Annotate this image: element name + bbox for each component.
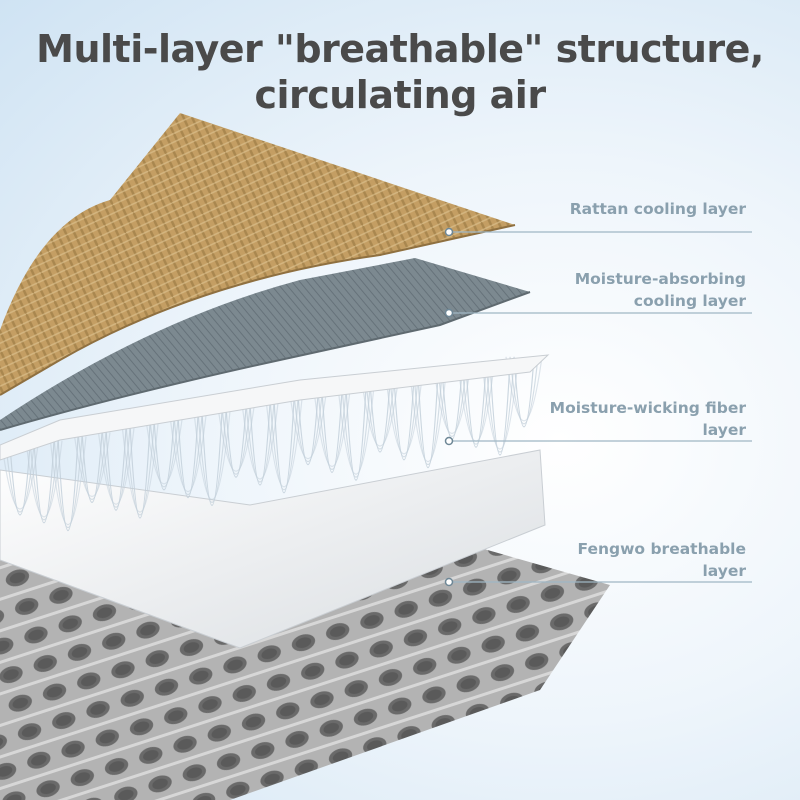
fiber-loop [217,407,255,472]
fiber-loop [361,381,399,447]
leader-dot-fiber [444,436,454,446]
grey-layer [0,258,530,430]
label-moisture-absorbing-layer: Moisture-absorbing cooling layer [575,268,746,312]
label-rattan-cooling-layer: Rattan cooling layer [570,198,746,220]
fiber-loop [297,394,319,466]
fiber-loop [321,390,343,473]
label-line: cooling layer [633,292,746,310]
fiber-loop [201,411,223,506]
fiber-loop [153,419,175,491]
fiber-loop [33,440,55,524]
fiber-loop [225,407,247,478]
fiber-loop [505,356,543,422]
leader-dot-mesh [444,577,454,587]
fiber-loop [393,377,415,461]
fiber-loop [513,356,535,428]
fiber-loop [57,436,79,531]
label-line: layer [702,562,746,580]
label-line: Moisture-wicking fiber [549,399,746,417]
fiber-loop [485,360,515,453]
label-line: Moisture-absorbing [574,270,746,288]
white-base-sheet [0,449,546,649]
fiber-loop [145,419,183,485]
fiber-loop [249,402,271,486]
fiber-loop [73,432,111,498]
label-fengwo-breathable-layer: Fengwo breathable layer [577,538,746,582]
fiber-loop [413,373,443,466]
fiber-loop [129,423,151,519]
fiber-loop [273,398,295,494]
fiber-loop [345,386,367,481]
fiber-loop [1,444,39,510]
fiber-loop [509,356,539,425]
label-moisture-wicking-layer: Moisture-wicking fiber layer [550,397,746,441]
fiber-loops [1,356,543,531]
page-title: Multi-layer "breathable" structure, circ… [0,26,800,118]
white-top-sheet [0,354,550,461]
title-line-1: Multi-layer "breathable" structure, [36,27,764,71]
fiber-loop [105,428,127,511]
fiber-loop [369,381,391,453]
fiber-loop [177,415,199,499]
title-line-2: circulating air [254,73,546,117]
label-line: Fengwo breathable [577,540,746,558]
fiber-loop [417,373,439,468]
leader-dots [444,227,454,587]
label-line: layer [702,421,746,439]
fiber-loop [125,423,155,516]
leader-lines [449,231,752,583]
leader-dot-grey [444,308,454,318]
label-line: Rattan cooling layer [569,200,746,218]
leader-dot-rattan [444,227,454,237]
fiber-loop [465,365,487,448]
fiber-loop [53,436,83,529]
fiber-loop [197,411,227,504]
fiber-loop [489,360,511,456]
fiber-loop [81,432,103,504]
fiber-loop [9,444,31,516]
fiber-loop [433,369,471,434]
fiber-loop [289,394,327,460]
fiber-loop [269,398,299,491]
fiber-loop [341,386,371,478]
